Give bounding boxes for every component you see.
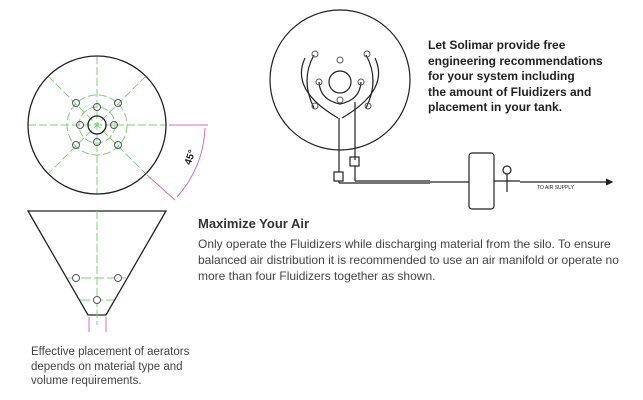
promo-line: for your system including bbox=[428, 69, 575, 83]
promo-line: engineering recommendations bbox=[428, 53, 603, 68]
hopper-side-view bbox=[26, 210, 168, 332]
angle-dimension bbox=[146, 124, 208, 201]
aerator-holes bbox=[72, 99, 122, 149]
section-body: Only operate the Fluidizers while discha… bbox=[198, 237, 619, 283]
air-supply-label: TO AIR SUPPLY bbox=[537, 185, 575, 191]
manifold-diagram bbox=[269, 9, 614, 210]
promo-line: Let Solimar provide free bbox=[428, 38, 566, 52]
figure-caption: Effective placement of aerators depends … bbox=[31, 346, 190, 387]
promo-text: Let Solimar provide free engineering rec… bbox=[428, 38, 638, 116]
promo-line: placement in your tank. bbox=[428, 100, 563, 114]
section-heading: Maximize Your Air bbox=[198, 216, 310, 231]
promo-line: the amount of Fluidizers and bbox=[428, 84, 592, 99]
silo-top-view bbox=[28, 56, 166, 194]
